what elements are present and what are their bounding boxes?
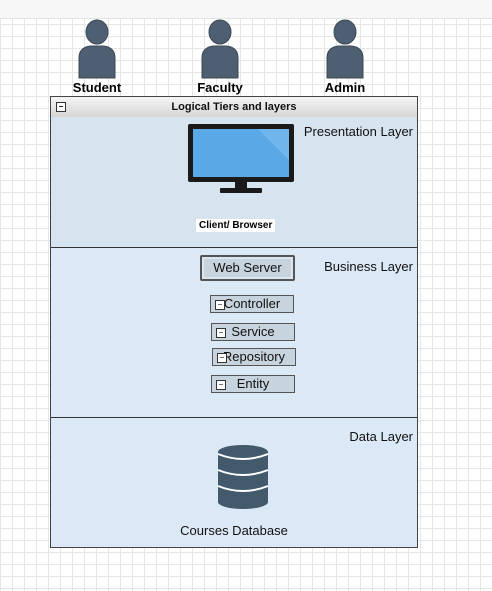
container-title: Logical Tiers and layers <box>171 101 297 113</box>
database-icon[interactable] <box>217 444 269 510</box>
user-icon <box>326 19 364 79</box>
collapse-icon[interactable]: − <box>56 102 66 112</box>
web-server-node[interactable]: Web Server <box>200 255 295 281</box>
client-browser-label: Client/ Browser <box>196 219 276 232</box>
collapse-icon[interactable]: − <box>217 353 227 363</box>
actor-student[interactable]: Student <box>52 18 142 96</box>
collapse-icon[interactable]: − <box>215 300 225 310</box>
layer-title: Data Layer <box>349 429 413 444</box>
service-component[interactable]: − Service <box>211 323 295 341</box>
container-header[interactable]: − Logical Tiers and layers <box>51 97 417 118</box>
actor-admin[interactable]: Admin <box>300 18 390 96</box>
courses-database-label: Courses Database <box>180 523 288 538</box>
component-label: Service <box>231 324 275 339</box>
actor-label: Admin <box>324 80 366 95</box>
controller-component[interactable]: − Controller <box>210 295 294 313</box>
layer-title: Business Layer <box>324 259 413 274</box>
repository-component[interactable]: − Repository <box>212 348 296 366</box>
entity-component[interactable]: − Entity <box>211 375 295 393</box>
collapse-icon[interactable]: − <box>216 328 226 338</box>
logical-tiers-container[interactable]: − Logical Tiers and layers Presentation … <box>50 96 418 548</box>
user-icon <box>201 19 239 79</box>
actor-label: Faculty <box>197 80 243 95</box>
actor-faculty[interactable]: Faculty <box>175 18 265 96</box>
component-label: Repository <box>222 349 286 364</box>
component-label: Entity <box>236 376 270 391</box>
layer-title: Presentation Layer <box>303 124 413 139</box>
component-label: Controller <box>223 296 281 311</box>
toolbar-strip <box>0 0 492 19</box>
monitor-icon[interactable] <box>186 122 296 218</box>
user-icon <box>78 19 116 79</box>
actor-label: Student <box>72 80 122 95</box>
collapse-icon[interactable]: − <box>216 380 226 390</box>
